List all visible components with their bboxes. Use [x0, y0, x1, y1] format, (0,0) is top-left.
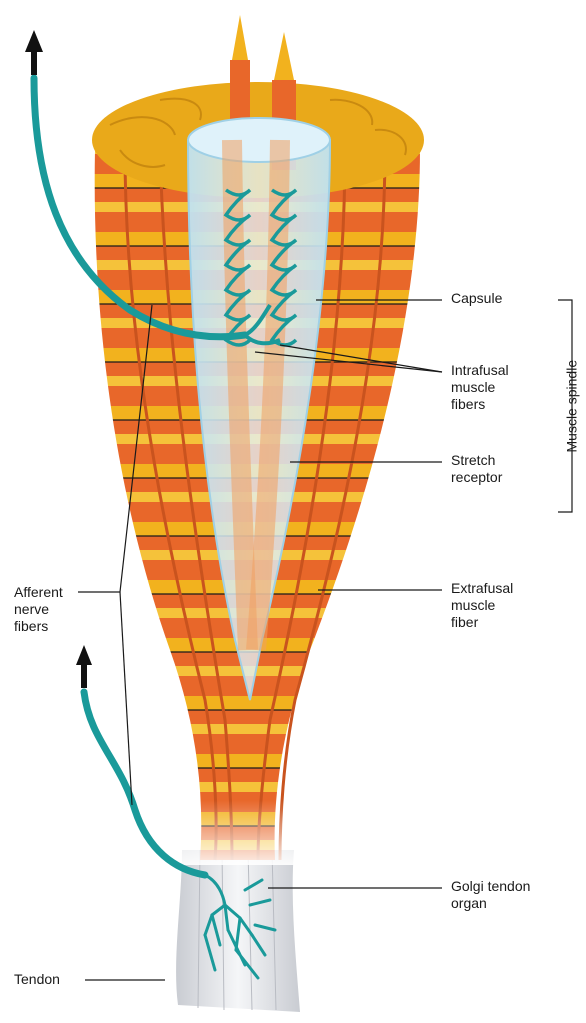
arrow-up-icon	[25, 30, 43, 75]
afferent-nerve-fibers-label: Afferent nerve fibers	[14, 584, 63, 635]
capsule-label: Capsule	[451, 290, 502, 307]
golgi-tendon-organ-label: Golgi tendon organ	[451, 878, 530, 912]
intrafusal-fibers-label: Intrafusal muscle fibers	[451, 362, 509, 413]
intrafusal-tip-left	[232, 15, 248, 60]
muscle-spindle-label: Muscle spindle	[564, 363, 581, 453]
extrafusal-fiber-label: Extrafusal muscle fiber	[451, 580, 513, 631]
tendon-label: Tendon	[14, 971, 60, 988]
stretch-receptor-label: Stretch receptor	[451, 452, 502, 486]
intrafusal-tip-right	[274, 32, 294, 80]
arrow-up-icon	[76, 645, 92, 688]
